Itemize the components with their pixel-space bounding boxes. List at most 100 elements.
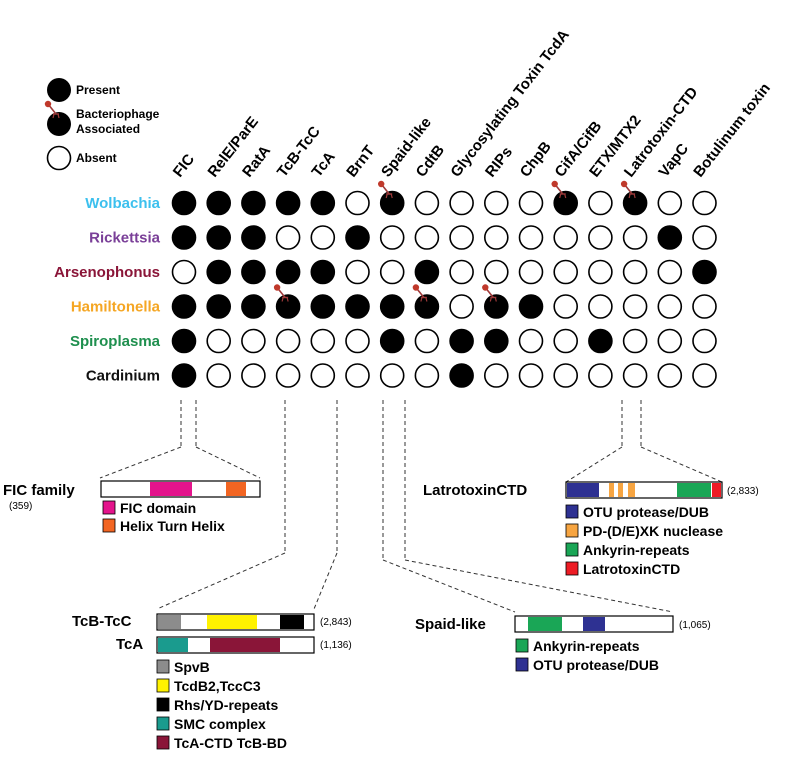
absent-dot-rickettsia-rips <box>483 225 509 250</box>
latro-legend-label-3: LatrotoxinCTD <box>583 561 680 577</box>
absent-dot-rickettsia-botulinum-toxin <box>692 225 717 250</box>
latrotoxin-length: (2,833) <box>727 486 759 497</box>
tca-title: TcA <box>116 636 143 653</box>
absent-dot-rickettsia-latrotoxin-ctd <box>622 225 648 250</box>
latro-legend-label-0: OTU protease/DUB <box>583 504 709 520</box>
absent-dot-cardinium-rips <box>483 363 509 388</box>
latro-legend-swatch-1 <box>565 523 579 538</box>
absent-dot-cardinium-spaid-like <box>379 363 405 388</box>
absent-dot-arsenophonus-brnt <box>345 259 370 285</box>
tc-legend-swatch-3 <box>156 716 170 731</box>
latro-ctd-block <box>712 483 721 497</box>
present-dot-rickettsia-vapc <box>657 225 683 250</box>
tcb-tcc-title: TcB-TcC <box>72 613 132 630</box>
present-dot-spiroplasma-fic <box>171 328 197 354</box>
present-dot-hamiltonella-tca <box>310 294 336 319</box>
present-dot-hamiltonella-chpb <box>518 294 544 319</box>
spaid-legend-swatch-1 <box>515 657 529 672</box>
absent-dot-rickettsia-cdtb <box>414 225 440 250</box>
absent-dot-spiroplasma-tcb-tcc <box>275 328 301 354</box>
spaid-legend-swatch-0 <box>515 638 529 653</box>
fic-legend-label-0: FIC domain <box>120 500 196 516</box>
present-dot-arsenophonus-tcb-tcc <box>275 259 301 285</box>
latro-otu-block <box>567 483 599 497</box>
absent-dot-spiroplasma-rele-pare <box>206 328 231 354</box>
absent-dot-cardinium-botulinum-toxin <box>692 363 717 388</box>
present-dot-wolbachia-latrotoxin-ctd <box>622 190 648 216</box>
absent-dot-wolbachia-glycosylating-toxin-tcda <box>449 190 474 216</box>
absent-dot-arsenophonus-rips <box>483 259 509 285</box>
connector-lines <box>99 400 723 613</box>
fic-family-title: FIC family <box>3 482 75 499</box>
present-dot-spiroplasma-spaid-like <box>379 328 405 354</box>
present-dot-hamiltonella-rele-pare <box>206 294 231 319</box>
fic-legend-swatch-1 <box>102 518 116 533</box>
absent-dot-arsenophonus-vapc <box>657 259 683 285</box>
connector-fic-left-diag <box>99 446 182 479</box>
presence-matrix <box>171 180 717 388</box>
latro-nuclease-block-3 <box>628 483 635 497</box>
legend: Present Bacteriophage Associated Absent <box>43 78 160 171</box>
latro-legend-swatch-3 <box>565 561 579 576</box>
absent-dot-spiroplasma-brnt <box>345 328 370 354</box>
absent-dot-spiroplasma-latrotoxin-ctd <box>622 328 648 354</box>
organism-label-spiroplasma: Spiroplasma <box>70 333 161 350</box>
absent-dot-arsenophonus-chpb <box>518 259 544 285</box>
absent-dot-spiroplasma-tca <box>310 328 336 354</box>
toxin-header-rata: RatA <box>239 142 274 180</box>
toxin-header-botulinum-toxin: Botulinum toxin <box>690 80 774 180</box>
toxin-header-fic: FIC <box>170 151 198 181</box>
spaid-legend-label-1: OTU protease/DUB <box>533 657 659 673</box>
absent-dot-hamiltonella-cifa-cifb <box>553 294 579 319</box>
absent-dot-wolbachia-brnt <box>345 190 370 216</box>
absent-dot-cardinium-etx-mtx2 <box>588 363 613 388</box>
tc-toxin-panel: TcB-TcC (2,843) TcA (1,136) SpvB TcdB2,T… <box>72 613 352 751</box>
tc-legend-swatch-4 <box>156 735 170 750</box>
toxin-header-vapc: VapC <box>656 140 693 180</box>
absent-dot-hamiltonella-latrotoxin-ctd <box>622 294 648 319</box>
connector-spaid-right-diag <box>404 559 674 613</box>
present-dot-wolbachia-cifa-cifb <box>553 190 579 216</box>
tc-legend-label-4: TcA-CTD TcB-BD <box>174 735 287 751</box>
toxin-header-tca: TcA <box>309 148 339 180</box>
absent-dot-rickettsia-cifa-cifb <box>553 225 579 250</box>
absent-dot-cardinium-rele-pare <box>206 363 231 388</box>
absent-dot-rickettsia-tca <box>310 225 336 250</box>
helix-turn-helix-block <box>226 482 246 496</box>
connector-tc-left-diag <box>156 552 286 610</box>
present-dot-spiroplasma-rips <box>483 328 509 354</box>
organism-label-hamiltonella: Hamiltonella <box>71 299 161 316</box>
fic-family-panel: FIC family (359) FIC domain Helix Turn H… <box>3 480 261 534</box>
fic-legend-label-1: Helix Turn Helix <box>120 518 225 534</box>
connector-fic-right-diag <box>195 446 261 479</box>
toxin-header-chpb: ChpB <box>517 138 555 180</box>
present-dot-arsenophonus-rata <box>241 259 266 285</box>
absent-dot-spiroplasma-vapc <box>657 328 683 354</box>
present-dot-wolbachia-spaid-like <box>379 190 405 216</box>
organism-label-cardinium: Cardinium <box>86 368 160 385</box>
absent-dot-rickettsia-glycosylating-toxin-tcda <box>449 225 474 250</box>
toxin-header-rips: RIPs <box>482 144 516 181</box>
present-dot-rickettsia-rata <box>241 225 266 250</box>
spaid-length: (1,065) <box>679 620 711 631</box>
legend-absent-label: Absent <box>76 151 117 165</box>
absent-dot-rickettsia-chpb <box>518 225 544 250</box>
absent-dot-rickettsia-etx-mtx2 <box>588 225 613 250</box>
present-dot-wolbachia-rata <box>241 190 266 216</box>
present-dot-hamiltonella-fic <box>171 294 197 319</box>
tcb-spvb-block <box>158 615 181 629</box>
tc-legend-label-3: SMC complex <box>174 716 266 732</box>
spaid-otu-block <box>583 617 605 631</box>
legend-phage-label-line1: Bacteriophage <box>76 107 160 121</box>
absent-dot-wolbachia-cdtb <box>414 190 440 216</box>
absent-dot-cardinium-cdtb <box>414 363 440 388</box>
tc-legend-swatch-1 <box>156 678 170 693</box>
tc-legend-label-0: SpvB <box>174 659 210 675</box>
absent-dot-arsenophonus-spaid-like <box>379 259 405 285</box>
absent-dot-arsenophonus-etx-mtx2 <box>588 259 613 285</box>
tca-length: (1,136) <box>320 640 352 651</box>
latro-legend-label-2: Ankyrin-repeats <box>583 542 690 558</box>
connector-latro-left-diag <box>565 446 623 483</box>
spaid-like-panel: Spaid-like (1,065) Ankyrin-repeats OTU p… <box>415 615 711 673</box>
